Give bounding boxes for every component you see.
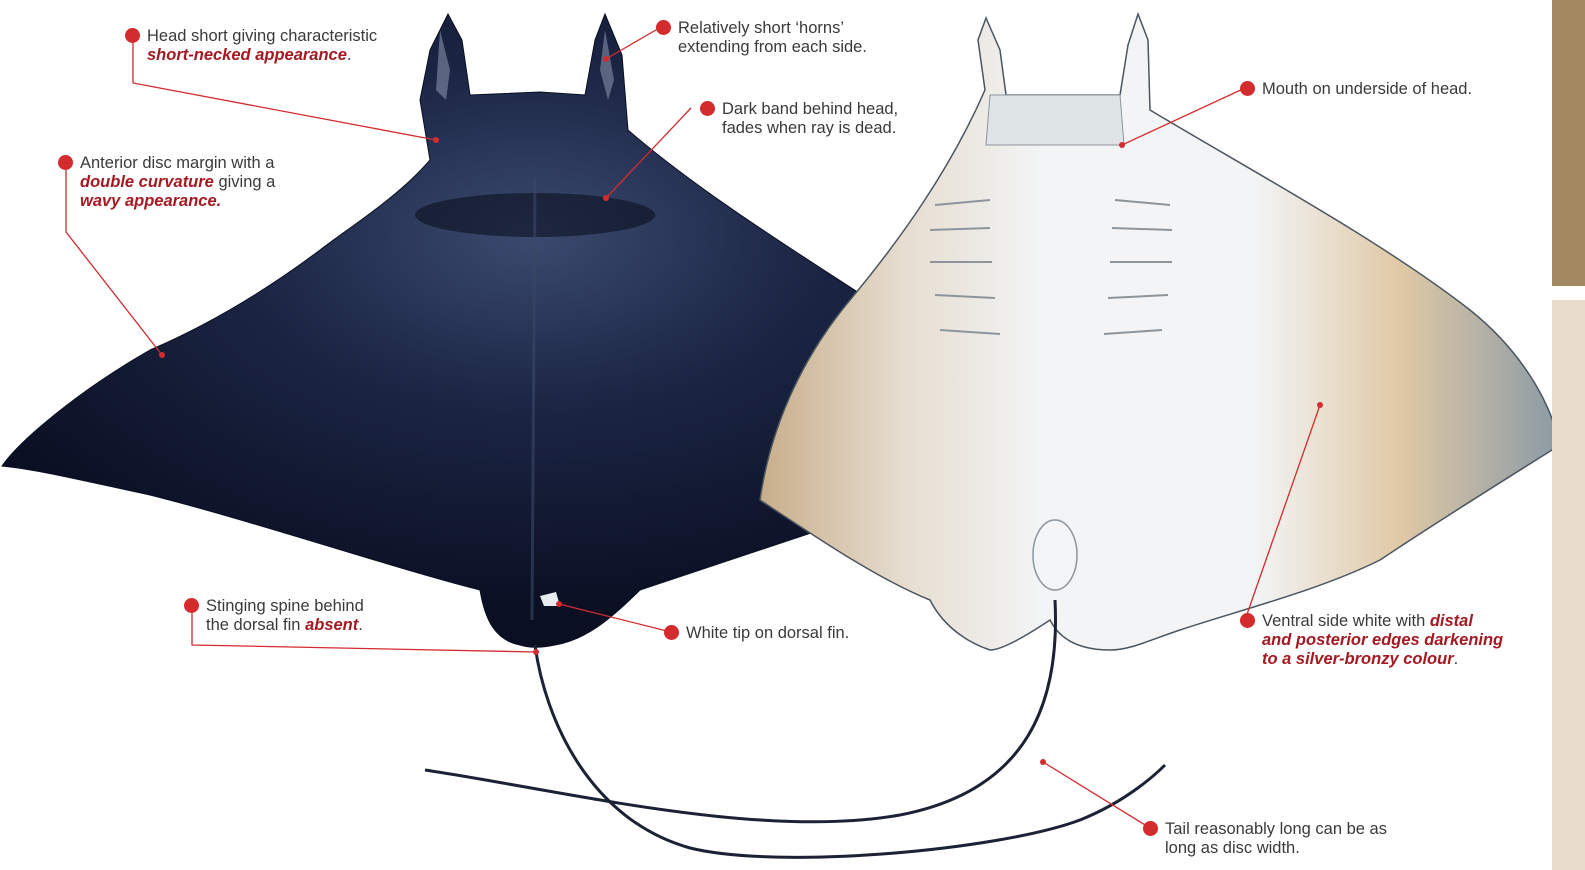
annotation-mouth: Mouth on underside of head.: [1262, 80, 1472, 99]
side-tab-top: [1552, 0, 1585, 286]
annotation-disc: Anterior disc margin with a double curva…: [80, 154, 275, 211]
dorsal-tail: [535, 645, 1165, 857]
side-tab-bottom: [1552, 300, 1585, 870]
cloaca: [1033, 520, 1077, 590]
annotation-bullet-icon: [58, 155, 73, 170]
annotation-spine-emphasis: absent: [305, 616, 358, 634]
annotation-bullet-icon: [656, 20, 671, 35]
annotation-head: Head short giving characteristic short-n…: [147, 27, 377, 65]
annotation-spine: Stinging spine behind the dorsal fin abs…: [206, 597, 364, 635]
annotation-band: Dark band behind head, fades when ray is…: [722, 100, 898, 138]
annotation-bullet-icon: [700, 101, 715, 116]
annotation-tail: Tail reasonably long can be as long as d…: [1165, 820, 1387, 858]
annotation-bullet-icon: [125, 28, 140, 43]
annotation-head-emphasis: short-necked appearance: [147, 46, 347, 64]
annotation-bullet-icon: [1143, 821, 1158, 836]
annotation-white-tip: White tip on dorsal fin.: [686, 624, 849, 643]
ventral-head-plate: [986, 95, 1124, 145]
annotation-bullet-icon: [1240, 81, 1255, 96]
annotation-bullet-icon: [1240, 613, 1255, 628]
annotation-bullet-icon: [184, 598, 199, 613]
annotation-bullet-icon: [664, 625, 679, 640]
annotation-head-line1: Head short giving characteristic: [147, 27, 377, 46]
annotation-ventral: Ventral side white with distal and poste…: [1262, 612, 1503, 669]
annotation-disc-emphasis: double curvature: [80, 173, 214, 191]
leader-tail: [1043, 762, 1150, 828]
annotation-horns: Relatively short ‘horns’ extending from …: [678, 19, 867, 57]
